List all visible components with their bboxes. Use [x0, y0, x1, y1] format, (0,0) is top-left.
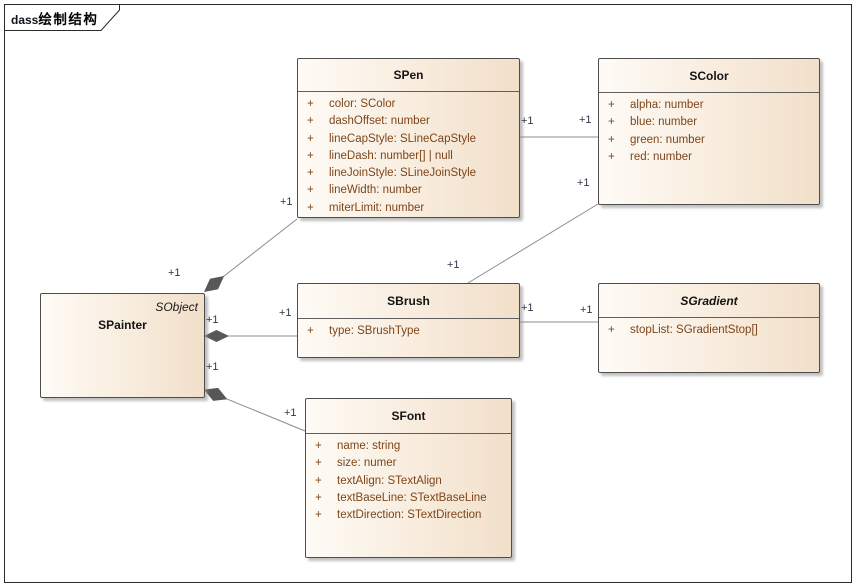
class-title: SColor — [599, 59, 819, 93]
attribute-row[interactable]: + lineWidth: number — [298, 182, 519, 199]
attribute-row[interactable]: + textDirection: STextDirection — [306, 507, 511, 524]
visibility-icon: + — [608, 324, 615, 336]
frame-tab-label: dass绘制结构 — [11, 8, 98, 29]
multiplicity-label: +1 — [521, 115, 534, 127]
attribute-text: lineJoinStyle: SLineJoinStyle — [329, 167, 477, 180]
attribute-row[interactable]: + blue: number — [599, 114, 819, 131]
attribute-text: dashOffset: number — [329, 115, 430, 128]
attribute-text: miterLimit: number — [329, 201, 425, 214]
class-sbrush[interactable]: SBrush + type: SBrushType — [297, 283, 520, 358]
class-sgradient[interactable]: SGradient + stopList: SGradientStop[] — [598, 283, 820, 373]
multiplicity-label: +1 — [279, 307, 292, 319]
visibility-icon: + — [307, 149, 314, 162]
visibility-icon: + — [315, 440, 322, 452]
visibility-icon: + — [307, 184, 314, 197]
attribute-text: lineDash: number[] | null — [329, 149, 453, 162]
visibility-icon: + — [307, 325, 314, 337]
class-scolor[interactable]: SColor + alpha: number + blue: number + gre… — [598, 58, 820, 205]
attribute-text: textDirection: STextDirection — [337, 509, 482, 522]
attribute-row[interactable]: + dashOffset: number — [298, 113, 519, 130]
attribute-row[interactable]: + alpha: number — [599, 97, 819, 114]
attribute-compartment: + alpha: number + blue: number + green: num… — [599, 93, 819, 166]
visibility-icon: + — [307, 201, 314, 214]
visibility-icon: + — [315, 474, 322, 487]
attribute-text: lineWidth: number — [329, 184, 422, 197]
class-title: SFont — [306, 399, 511, 434]
visibility-icon: + — [307, 98, 314, 110]
attribute-row[interactable]: + textAlign: STextAlign — [306, 473, 511, 490]
multiplicity-label: +1 — [521, 302, 534, 314]
multiplicity-label: +1 — [280, 196, 293, 208]
attribute-compartment: + color: SColor + dashOffset: number + line… — [298, 92, 519, 217]
attribute-text: name: string — [337, 440, 401, 452]
class-title: SPen — [298, 59, 519, 92]
frame-tab-label-prefix: dass — [11, 13, 39, 27]
class-title: SPainter — [98, 318, 147, 332]
attribute-row[interactable]: + miterLimit: number — [298, 200, 519, 217]
visibility-icon: + — [307, 132, 314, 145]
attribute-row[interactable]: + type: SBrushType — [298, 323, 519, 340]
attribute-row[interactable]: + green: number — [599, 132, 819, 149]
attribute-text: type: SBrushType — [329, 325, 420, 337]
attribute-text: textBaseLine: STextBaseLine — [337, 491, 487, 504]
visibility-icon: + — [608, 150, 615, 163]
class-sfont[interactable]: SFont + name: string + size: numer + textAl… — [305, 398, 512, 558]
attribute-row[interactable]: + lineCapStyle: SLineCapStyle — [298, 131, 519, 148]
frame-tab-label-main: 绘制结构 — [38, 12, 99, 27]
attribute-text: textAlign: STextAlign — [337, 474, 442, 487]
visibility-icon: + — [307, 167, 314, 180]
class-title: SBrush — [298, 284, 519, 319]
multiplicity-label: +1 — [447, 259, 460, 271]
multiplicity-label: +1 — [206, 314, 219, 326]
multiplicity-label: +1 — [577, 177, 590, 189]
visibility-icon: + — [608, 133, 615, 146]
parent-class-label: SObject — [155, 300, 198, 314]
multiplicity-label: +1 — [206, 361, 219, 373]
class-title: SGradient — [599, 284, 819, 318]
class-spen[interactable]: SPen + color: SColor + dashOffset: number … — [297, 58, 520, 218]
attribute-text: red: number — [630, 150, 693, 163]
attribute-text: color: SColor — [329, 98, 396, 110]
attribute-text: blue: number — [630, 116, 698, 129]
attribute-text: size: numer — [337, 457, 397, 470]
visibility-icon: + — [315, 509, 322, 522]
attribute-row[interactable]: + color: SColor — [298, 96, 519, 113]
multiplicity-label: +1 — [284, 407, 297, 419]
attribute-text: green: number — [630, 133, 705, 146]
attribute-row[interactable]: + size: numer — [306, 455, 511, 472]
attribute-compartment: + name: string + size: numer + textAlign: S… — [306, 434, 511, 524]
attribute-text: stopList: SGradientStop[] — [630, 324, 758, 336]
diagram-frame — [4, 4, 852, 583]
attribute-row[interactable]: + lineJoinStyle: SLineJoinStyle — [298, 165, 519, 182]
visibility-icon: + — [315, 491, 322, 504]
multiplicity-label: +1 — [580, 304, 593, 316]
attribute-compartment: + stopList: SGradientStop[] — [599, 318, 819, 339]
attribute-row[interactable]: + lineDash: number[] | null — [298, 148, 519, 165]
attribute-row[interactable]: + red: number — [599, 149, 819, 166]
visibility-icon: + — [608, 116, 615, 129]
multiplicity-label: +1 — [579, 114, 592, 126]
class-spainter[interactable]: SObject SPainter — [40, 293, 205, 398]
attribute-row[interactable]: + textBaseLine: STextBaseLine — [306, 490, 511, 507]
visibility-icon: + — [608, 99, 615, 111]
attribute-text: lineCapStyle: SLineCapStyle — [329, 132, 477, 145]
visibility-icon: + — [315, 457, 322, 470]
visibility-icon: + — [307, 115, 314, 128]
multiplicity-label: +1 — [168, 267, 181, 279]
attribute-row[interactable]: + stopList: SGradientStop[] — [599, 322, 819, 339]
attribute-text: alpha: number — [630, 99, 704, 111]
attribute-row[interactable]: + name: string — [306, 438, 511, 455]
attribute-compartment: + type: SBrushType — [298, 319, 519, 340]
